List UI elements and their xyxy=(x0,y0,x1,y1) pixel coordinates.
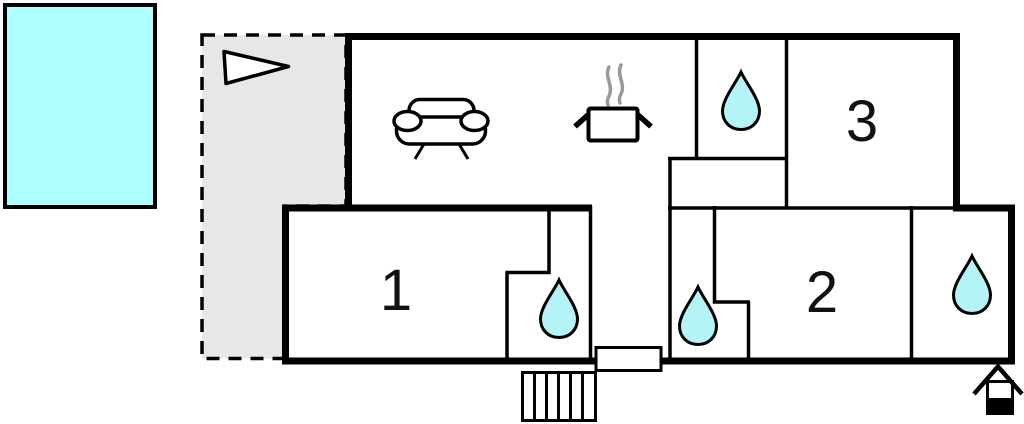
steam-icon xyxy=(617,63,625,105)
flag-icon xyxy=(222,49,291,86)
house-base xyxy=(987,398,1013,414)
water-drop-icon xyxy=(677,283,719,347)
sofa-armrest-left xyxy=(392,109,423,133)
pool xyxy=(3,3,157,209)
room-label-1: 1 xyxy=(380,258,412,323)
stairs-icon xyxy=(521,371,597,422)
pot-body xyxy=(586,106,640,143)
stairs-treads xyxy=(533,372,584,421)
water-drop-icon xyxy=(538,276,580,340)
water-drop-icon xyxy=(720,68,762,132)
sofa-icon xyxy=(392,97,490,160)
sofa-legs xyxy=(413,143,470,160)
interior-walls xyxy=(505,40,955,361)
house-icon xyxy=(972,363,1024,415)
room-label-2: 2 xyxy=(806,260,838,325)
cooking-pot-icon xyxy=(573,63,653,143)
water-drops xyxy=(538,68,993,347)
water-drop-icon xyxy=(951,252,993,316)
entrance-door xyxy=(594,346,663,372)
sofa-armrest-right xyxy=(459,109,490,133)
room-label-3: 3 xyxy=(846,89,878,154)
house-roof xyxy=(972,363,1024,396)
steam-icon xyxy=(605,65,613,107)
